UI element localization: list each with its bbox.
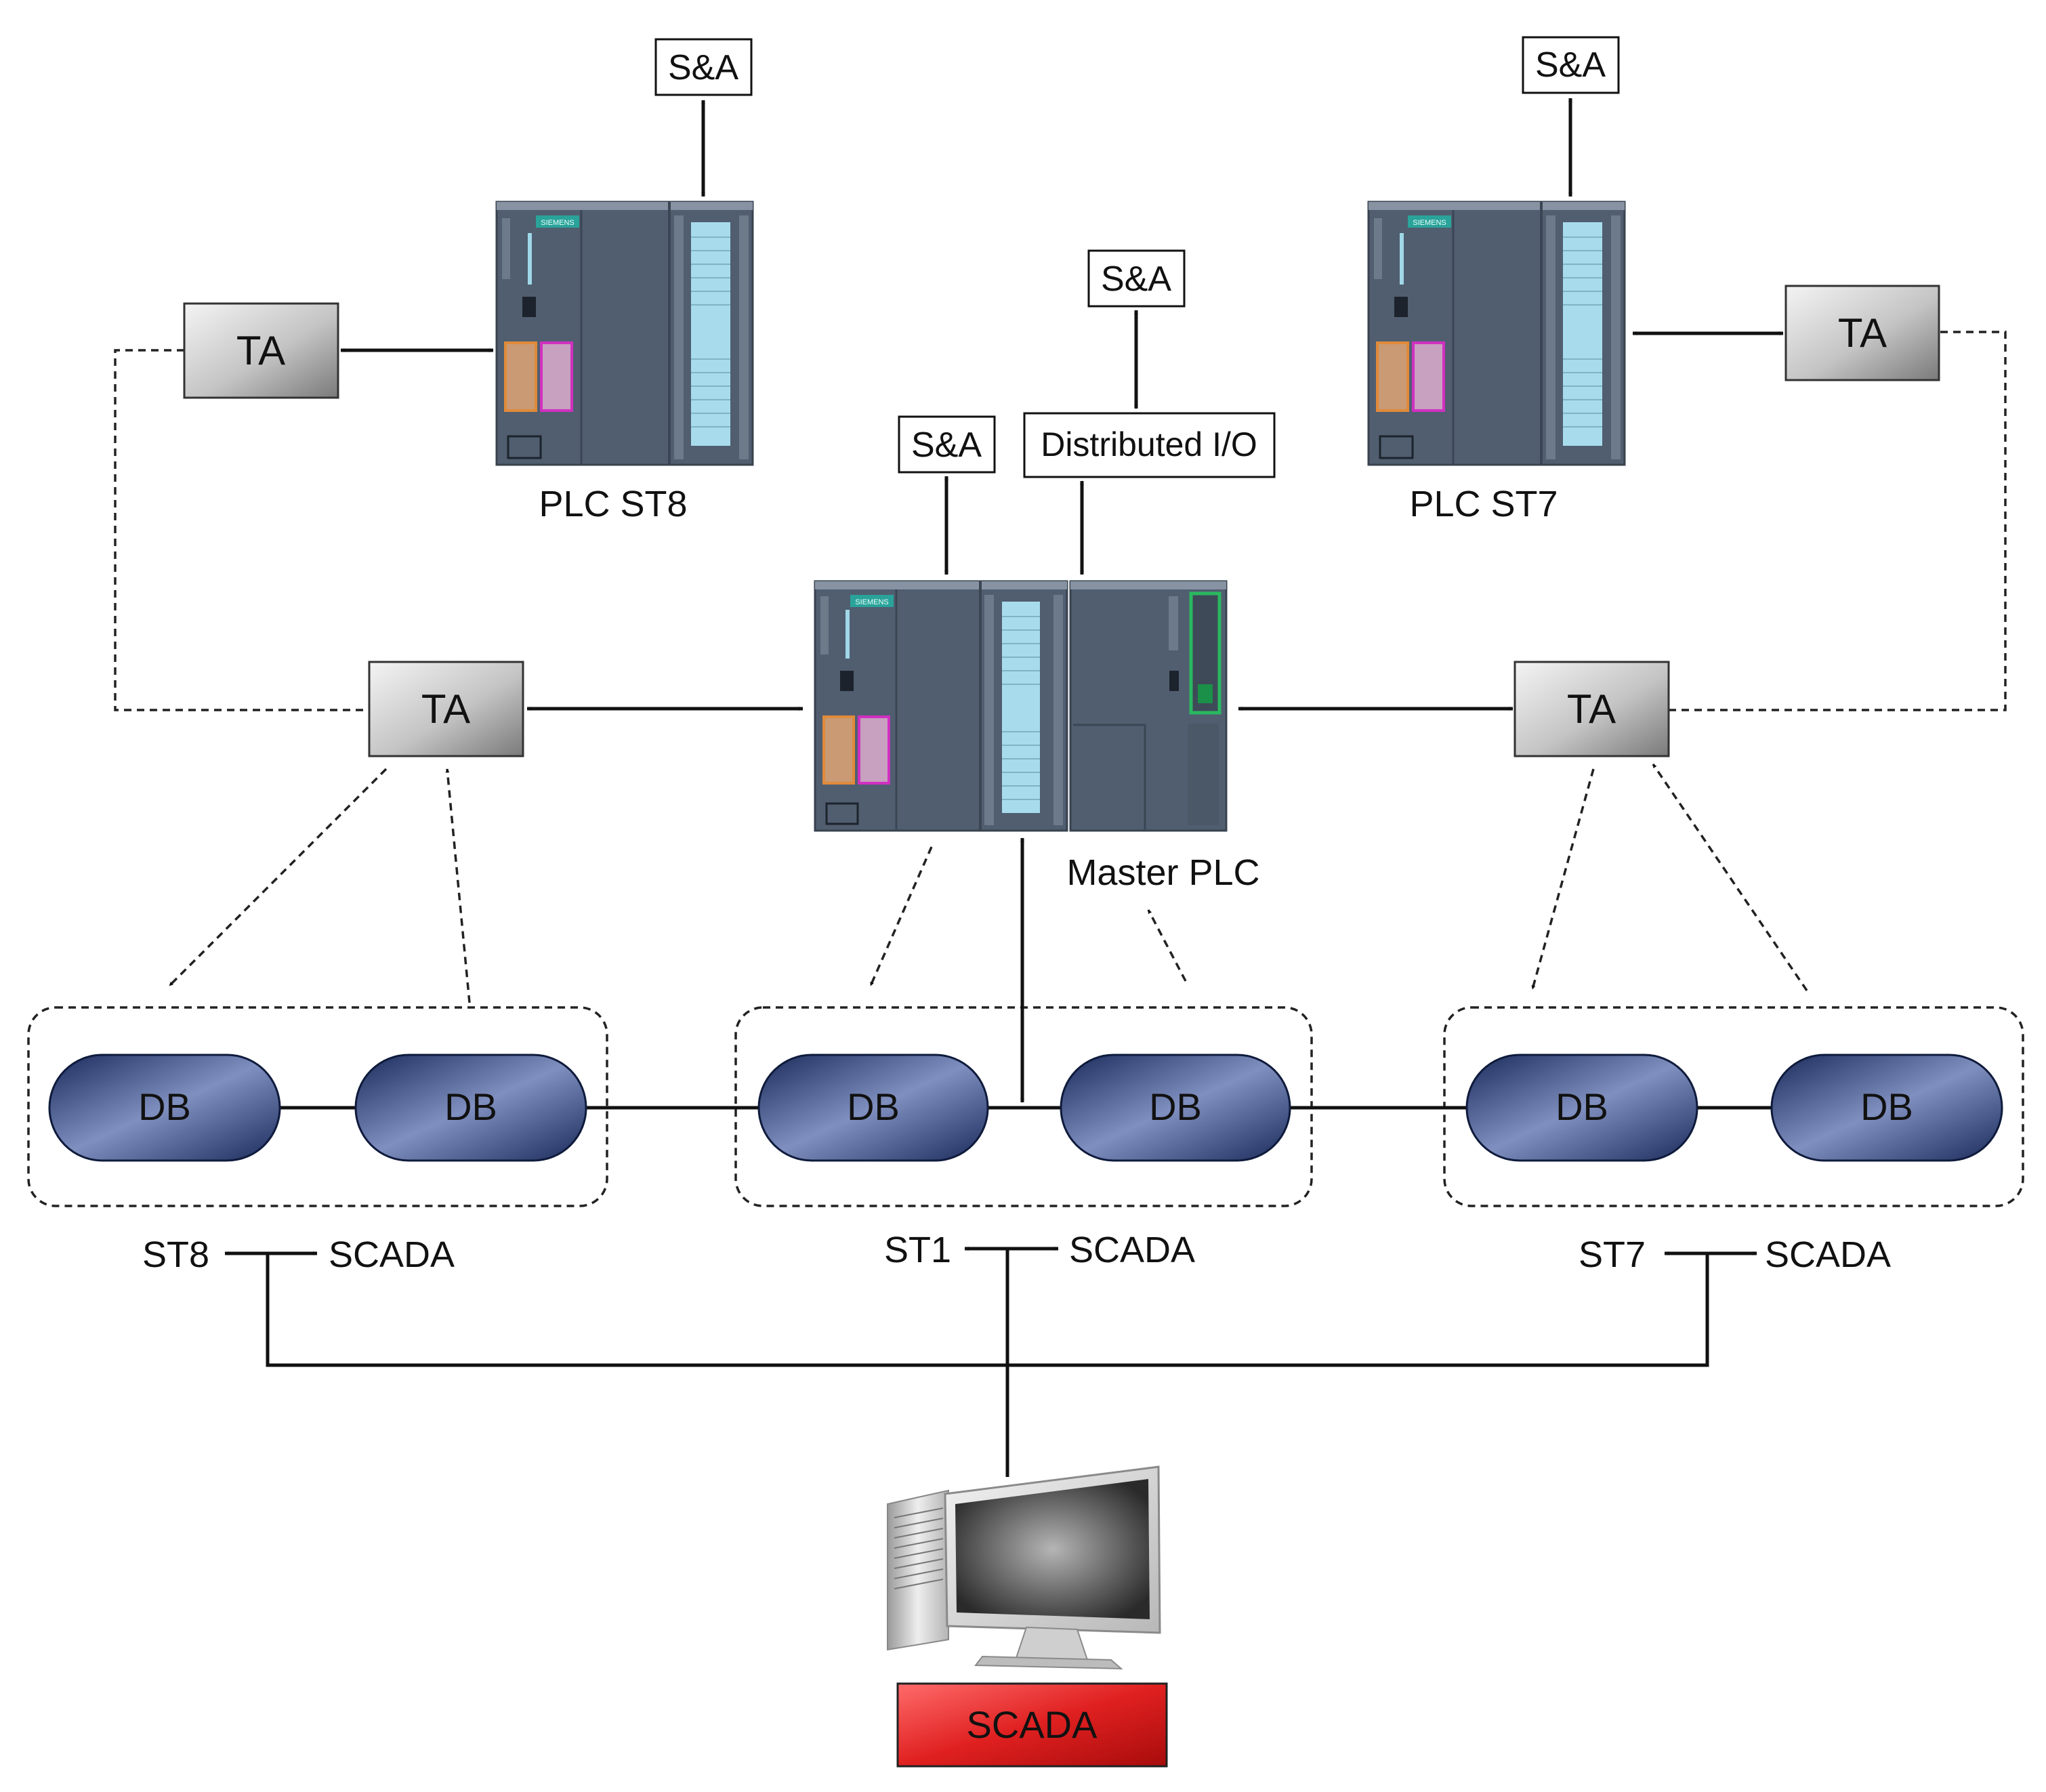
plc-st7-label: PLC ST7 bbox=[1409, 484, 1558, 524]
plc-st7-device: SIEMENS bbox=[1367, 201, 1626, 466]
ta-box-st8-mid: TA bbox=[368, 661, 524, 757]
svg-text:DB: DB bbox=[1149, 1085, 1202, 1128]
ta-box-st8-top: TA bbox=[183, 302, 339, 399]
distributed-io-box: Distributed I/O bbox=[1023, 412, 1276, 478]
svg-text:S&A: S&A bbox=[911, 425, 982, 465]
station-label-st1: ST1 bbox=[884, 1230, 951, 1270]
svg-text:DB: DB bbox=[444, 1085, 497, 1128]
db-pill: DB bbox=[1060, 1054, 1291, 1162]
db-pill: DB bbox=[757, 1054, 989, 1162]
group-st8 bbox=[27, 1006, 608, 1207]
master-plc-device: SIEMENS bbox=[814, 580, 1228, 832]
master-plc-label: Master PLC bbox=[1066, 852, 1259, 893]
station-label-st8: ST8 bbox=[142, 1234, 209, 1275]
computer-icon bbox=[887, 1465, 1161, 1670]
ta-box-st7-top: TA bbox=[1784, 285, 1940, 381]
sa-box-st7: S&A bbox=[1522, 36, 1620, 94]
plc-st8-device: SIEMENS bbox=[495, 201, 754, 466]
ta-box-st7-mid: TA bbox=[1513, 661, 1670, 757]
db-pill: DB bbox=[354, 1054, 587, 1162]
station-label-st7: ST7 bbox=[1579, 1234, 1646, 1275]
sa-box-distributed: S&A bbox=[1087, 249, 1186, 308]
scada-label-st1: SCADA bbox=[1069, 1230, 1195, 1270]
svg-text:S&A: S&A bbox=[668, 48, 738, 87]
svg-text:Distributed I/O: Distributed I/O bbox=[1041, 425, 1257, 463]
sa-box-st8: S&A bbox=[654, 38, 753, 96]
svg-text:SIEMENS: SIEMENS bbox=[541, 219, 575, 227]
db-pill: DB bbox=[1770, 1054, 2003, 1162]
svg-text:SIEMENS: SIEMENS bbox=[1413, 219, 1446, 227]
svg-text:SCADA: SCADA bbox=[967, 1703, 1098, 1746]
db-pill: DB bbox=[1465, 1054, 1698, 1162]
svg-text:TA: TA bbox=[236, 328, 285, 373]
scada-label-st7: SCADA bbox=[1765, 1234, 1891, 1275]
svg-text:SIEMENS: SIEMENS bbox=[855, 598, 889, 606]
svg-text:DB: DB bbox=[1860, 1085, 1913, 1128]
svg-text:S&A: S&A bbox=[1535, 45, 1606, 85]
scada-label-st8: SCADA bbox=[329, 1234, 455, 1275]
sa-box-master: S&A bbox=[898, 415, 996, 474]
dashed-links bbox=[114, 331, 2007, 1003]
svg-text:DB: DB bbox=[847, 1085, 900, 1128]
svg-text:TA: TA bbox=[1567, 686, 1616, 732]
svg-text:TA: TA bbox=[421, 686, 470, 732]
db-pill: DB bbox=[48, 1054, 281, 1162]
svg-text:DB: DB bbox=[138, 1085, 191, 1128]
plc-st8-label: PLC ST8 bbox=[539, 484, 687, 524]
svg-text:TA: TA bbox=[1838, 310, 1887, 356]
svg-text:DB: DB bbox=[1556, 1085, 1608, 1128]
scada-box: SCADA bbox=[896, 1682, 1168, 1768]
svg-text:S&A: S&A bbox=[1101, 259, 1171, 299]
